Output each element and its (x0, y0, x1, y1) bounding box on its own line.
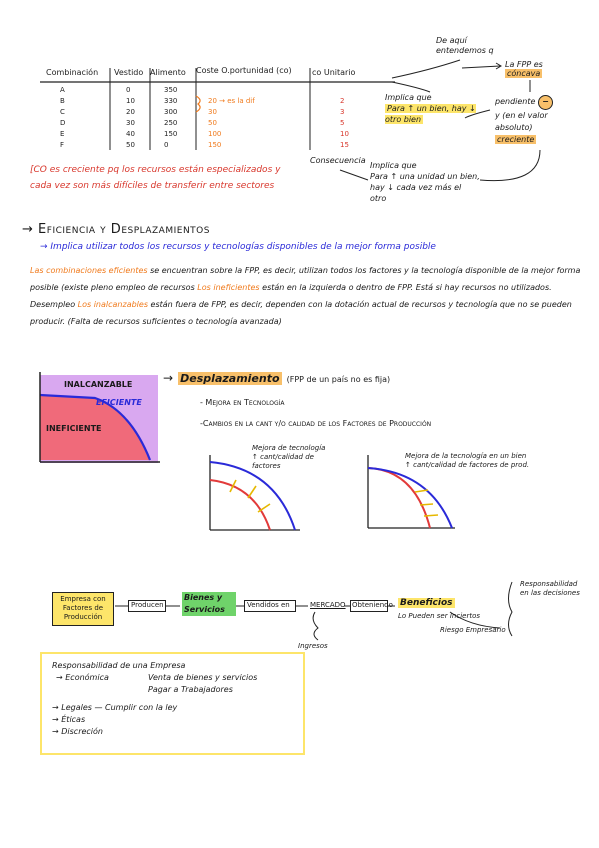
pendiente-block: pendiente − y (en el valor absoluto) cre… (495, 95, 585, 146)
header-co-unitario: co Unitario (312, 68, 356, 77)
g1-b: ↑ cant/calidad de factores (252, 453, 314, 470)
absolute-value: y (en el valor absoluto) (495, 111, 548, 132)
table-cell-unit: 10 (340, 130, 349, 138)
desplazamiento-note: (FPP de un país no es fija) (286, 375, 391, 384)
resp-eticas: → Éticas (52, 715, 86, 724)
p3-text: están fuera de FPP, es decir, dependen c… (30, 300, 572, 326)
table-cell-alimento: 0 (164, 141, 169, 149)
co-prefix: [CO (30, 165, 47, 175)
pueden-label: Lo Pueden ser Inciertos (398, 612, 480, 620)
table-cell-vestido: 40 (126, 130, 135, 138)
label-eficiente: EFICIENTE (96, 398, 142, 407)
table-cell-coste: 100 (208, 130, 222, 138)
p3-highlight: Los inalcanzables (77, 300, 148, 309)
table-cell-alimento: 250 (164, 119, 178, 127)
implica-2: Implica que Para ↑ una unidad un bien, h… (370, 160, 480, 204)
producen-box: Producen (128, 600, 166, 612)
g2-b: ↑ cant/calidad de factores de prod. (405, 461, 530, 469)
table-cell-comb: E (60, 130, 65, 138)
g2-label: Mejora de la tecnología en un bien ↑ can… (405, 452, 535, 470)
table-cell-comb: B (60, 97, 65, 105)
item-tecnologia: - Mejora en Tecnología (200, 398, 285, 407)
obteniendo-box: Obteniendo (350, 600, 393, 612)
table-cell-comb: F (60, 141, 65, 149)
consecuencia-label: Consecuencia (310, 156, 366, 165)
resp-venta: Venta de bienes y servicios (148, 673, 258, 682)
empresa-box: Empresa con Factores de Producción (52, 592, 114, 626)
label-inalcanzable: INALCANZABLE (64, 380, 133, 389)
co-note: [CO es creciente pq los recursos están e… (30, 162, 300, 194)
table-cell-unit: 2 (340, 97, 345, 105)
p1-text: se encuentran sobre la FPP, es decir, ut… (30, 266, 581, 292)
desplazamiento-heading: → Desplazamiento (FPP de un país no es f… (163, 371, 391, 385)
table-cell-alimento: 300 (164, 108, 178, 116)
g1-label: Mejora de tecnología ↑ cant/calidad de f… (252, 444, 332, 471)
header-vestido: Vestido (114, 68, 144, 77)
riesgo-label: Riesgo Empresario (440, 626, 506, 634)
table-cell-coste: 30 (208, 108, 217, 116)
implica-1: Implica que Para ↑ un bien, hay ↓ otro b… (385, 92, 485, 125)
header-alimento: Alimento (150, 68, 186, 77)
header-coste: Coste O.portunidad (co) (196, 66, 292, 75)
table-cell-comb: C (60, 108, 65, 116)
beneficios-label: Beneficios (398, 598, 455, 608)
table-cell-vestido: 0 (126, 86, 131, 94)
table-cell-alimento: 150 (164, 130, 178, 138)
header-combinacion: Combinación (46, 68, 99, 77)
single-good-shift-chart (367, 455, 455, 529)
table-cell-unit: 3 (340, 108, 345, 116)
concava: cóncava (505, 69, 543, 78)
resp-economica: → Económica (56, 673, 109, 682)
fpp-es-box: La FPP es cóncava (505, 60, 543, 78)
table-cell-coste: 20 → es la dif (208, 97, 255, 105)
table-cell-vestido: 50 (126, 141, 135, 149)
resp-discrecion: → Discreción (52, 727, 103, 736)
table-cell-alimento: 350 (164, 86, 178, 94)
resp-title: Responsabilidad de una Empresa (52, 661, 186, 670)
resp-pagar: Pagar a Trabajadores (148, 685, 233, 694)
table-cell-coste: 150 (208, 141, 222, 149)
title-arrow: → (22, 222, 34, 237)
pendiente: pendiente (495, 97, 536, 106)
item-factores: -Cambios en la cant y/o calidad de los F… (200, 419, 432, 428)
creciente: creciente (495, 135, 537, 144)
responsab-label: Responsabilidad en las decisiones (520, 580, 580, 597)
fpp-region-chart (39, 372, 160, 463)
desplazamiento-title: Desplazamiento (178, 372, 282, 385)
p1-highlight: Las combinaciones eficientes (30, 266, 148, 275)
g1-a: Mejora de tecnología (252, 444, 326, 452)
para-2: Para ↑ una unidad un bien, hay ↓ cada ve… (370, 172, 480, 203)
p2-text: están en la izquierda o dentro de FPP. E… (30, 283, 552, 309)
implica-1-label: Implica que (385, 93, 432, 102)
p2-highlight: Los ineficientes (197, 283, 260, 292)
title-text: Eficiencia y Desplazamientos (38, 222, 210, 237)
resp-legales: → Legales — Cumplir con la ley (52, 703, 178, 712)
de-aqui: De aquí entendemos q (436, 36, 494, 55)
responsabilidad-box: Responsabilidad de una Empresa → Económi… (40, 652, 305, 755)
section-title: → Eficiencia y Desplazamientos (22, 222, 210, 237)
fpp-es: La FPP es (505, 60, 543, 69)
table-cell-coste: 50 (208, 119, 217, 127)
table-cell-vestido: 10 (126, 97, 135, 105)
tech-shift-chart (209, 455, 300, 531)
table-cell-unit: 5 (340, 119, 345, 127)
label-ineficiente: INEFICIENTE (46, 424, 102, 433)
g2-a: Mejora de la tecnología en un bien (405, 452, 527, 460)
implica-2-label: Implica que (370, 161, 417, 170)
table-cell-vestido: 30 (126, 119, 135, 127)
ingresos-label: Ingresos (298, 642, 328, 650)
data-table: Combinación Vestido Alimento Coste O.por… (40, 66, 390, 156)
table-cell-comb: D (60, 119, 66, 127)
bienes-label: Bienes y Servicios (182, 592, 236, 616)
table-cell-comb: A (60, 86, 65, 94)
paragraphs: Las combinaciones eficientes se encuentr… (30, 262, 590, 330)
table-cell-alimento: 330 (164, 97, 178, 105)
blue-implica: → Implica utilizar todos los recursos y … (40, 242, 436, 252)
vendidos-box: Vendidos en (244, 600, 296, 612)
table-cell-unit: 15 (340, 141, 349, 149)
mercado-label: MERCADO (310, 601, 346, 609)
co-text: es creciente pq los recursos están espec… (30, 165, 281, 191)
table-cell-vestido: 20 (126, 108, 135, 116)
